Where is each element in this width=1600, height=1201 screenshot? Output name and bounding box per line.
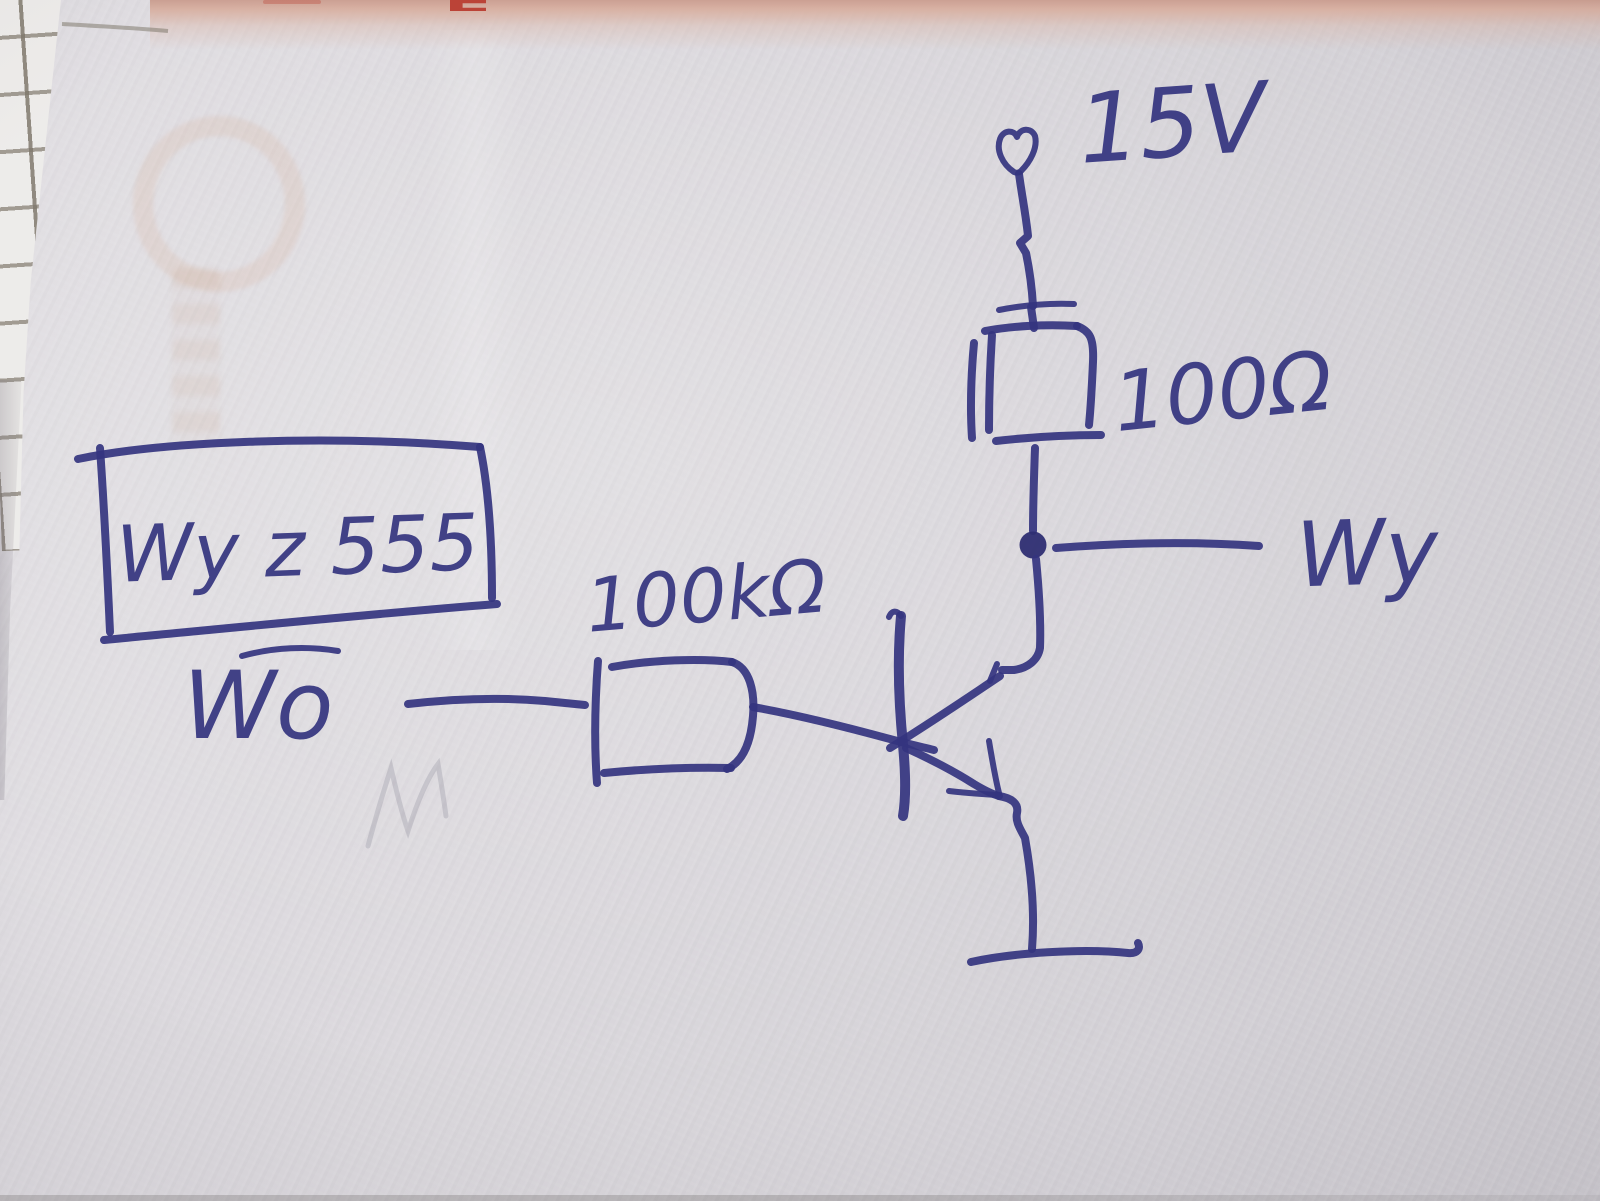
resistor-side-stroke bbox=[966, 339, 978, 442]
driver-box-bottom bbox=[100, 600, 501, 644]
driver-box-top bbox=[74, 436, 484, 463]
resistor-box-right bbox=[1073, 322, 1098, 429]
resistor-box-top bbox=[608, 655, 736, 671]
resistor-box-left bbox=[985, 331, 996, 434]
resistor-tee-bar bbox=[591, 657, 602, 787]
output-node bbox=[1019, 531, 1263, 559]
input-signal-label: Wo bbox=[183, 652, 333, 761]
driver-box-left bbox=[96, 444, 114, 636]
resistor-box-bottom bbox=[600, 763, 735, 777]
base-resistor-label: 100kΩ bbox=[582, 543, 829, 650]
background-sheet-top-edge bbox=[150, 0, 1600, 50]
red-print-dashes bbox=[263, 0, 321, 4]
collector-resistor bbox=[966, 321, 1105, 535]
input-signal: Wo bbox=[183, 645, 341, 761]
supply-voltage-label: 15V bbox=[1075, 61, 1276, 186]
supply-wire bbox=[1015, 170, 1037, 310]
node-dot-icon bbox=[1019, 531, 1047, 559]
resistor-lower-wire bbox=[1029, 444, 1039, 535]
text-bleedthrough-column bbox=[172, 268, 220, 448]
paper-fold-highlight bbox=[425, 30, 525, 650]
base-bar-hook bbox=[886, 608, 904, 620]
driver-box bbox=[74, 436, 501, 644]
output-label: Wy bbox=[1294, 499, 1442, 609]
emitter-arrow-barb-upper bbox=[986, 738, 1002, 796]
collector-wire bbox=[998, 555, 1045, 674]
resistor-box-bottom bbox=[992, 431, 1105, 445]
input-overline bbox=[239, 645, 341, 659]
collector-resistor-label: 100Ω bbox=[1109, 334, 1337, 451]
emitter-arrow-barb-lower bbox=[946, 788, 1000, 798]
grid-line-fragment bbox=[61, 22, 169, 33]
photo-bottom-edge bbox=[0, 1195, 1600, 1201]
driver-box-right bbox=[476, 443, 496, 602]
ground-bar-icon bbox=[967, 939, 1143, 966]
terminal-circle-icon bbox=[995, 126, 1039, 176]
transistor-npn bbox=[749, 608, 1037, 953]
output-wire bbox=[1052, 539, 1263, 552]
emitter-tail-wire bbox=[995, 792, 1037, 953]
collector-lead bbox=[886, 555, 1045, 752]
base-wire bbox=[749, 703, 938, 754]
pencil-mark bbox=[365, 757, 449, 849]
resistor-box-top bbox=[981, 321, 1081, 335]
input-wire bbox=[404, 694, 589, 709]
wire-tick bbox=[996, 300, 1077, 313]
transistor-base-bar bbox=[893, 611, 911, 821]
resistor-box-right bbox=[723, 658, 758, 773]
driver-box-label: Wy z 555 bbox=[115, 498, 481, 601]
base-resistor bbox=[404, 655, 758, 787]
supply-terminal bbox=[995, 126, 1077, 332]
